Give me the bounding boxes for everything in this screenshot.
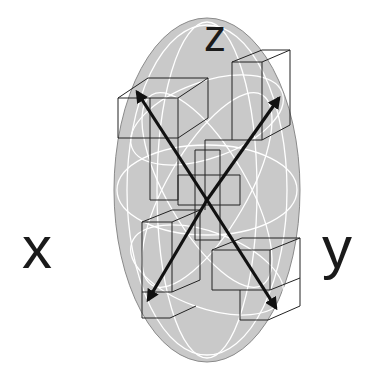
axis-label-x: x — [22, 218, 52, 278]
direction-arrows — [137, 92, 279, 308]
axis-label-z: z — [204, 14, 226, 58]
box-outlines — [118, 50, 300, 320]
ellipsoid — [114, 18, 300, 362]
axis-label-y: y — [322, 218, 352, 278]
contour-lines — [117, 22, 297, 358]
